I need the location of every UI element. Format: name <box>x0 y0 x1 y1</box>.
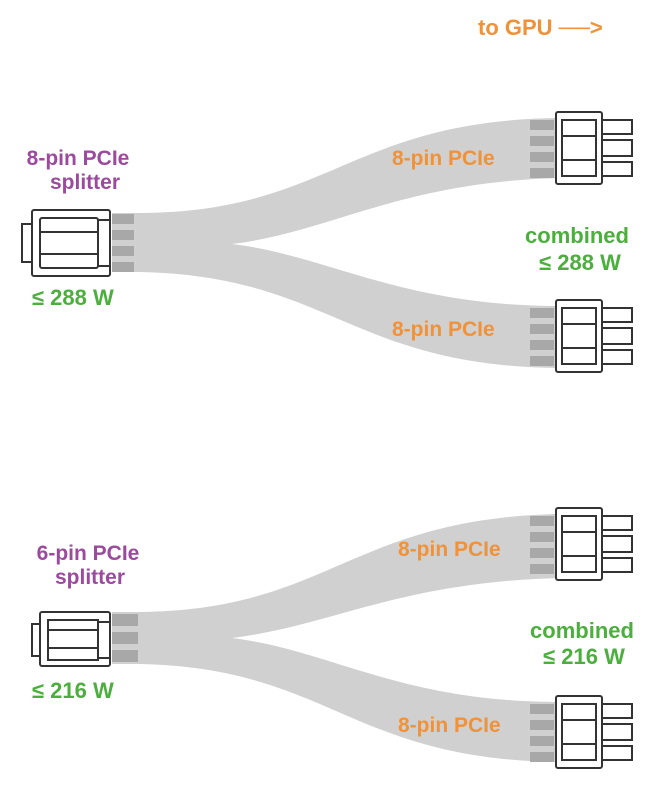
combined-label-line2: ≤ 288 W <box>539 250 621 275</box>
bottom-output-pins-6pin <box>530 704 554 762</box>
input-power-label: ≤ 216 W <box>32 678 114 703</box>
top-output-pins-8pin <box>530 120 554 178</box>
bottom-output-label: 8-pin PCIe <box>392 318 495 341</box>
top-output-label: 8-pin PCIe <box>398 538 501 561</box>
splitter-name-line1: 6-pin PCIe <box>37 542 140 565</box>
splitter-name-line2: splitter <box>50 171 120 194</box>
to-gpu-label: to GPU ──> <box>478 15 603 40</box>
top-output-connector-8pin <box>555 111 633 185</box>
top-output-label: 8-pin PCIe <box>392 147 495 170</box>
splitter-8pin: 8-pin PCIe splitter ≤ 288 W 8-pin PCIe 8… <box>21 111 633 373</box>
input-power-label: ≤ 288 W <box>32 285 114 310</box>
bottom-output-label: 8-pin PCIe <box>398 714 501 737</box>
bottom-output-connector-8pin <box>555 299 633 373</box>
splitter-name-line1: 8-pin PCIe <box>27 147 130 170</box>
cable-6pin <box>112 514 560 762</box>
input-pins-8pin <box>112 214 134 272</box>
cable-8pin <box>112 118 560 368</box>
input-connector-8pin <box>21 209 111 277</box>
combined-label-line2: ≤ 216 W <box>543 644 625 669</box>
bottom-output-connector-6pin <box>555 695 633 769</box>
top-output-connector-6pin <box>555 507 633 581</box>
input-pins-6pin <box>112 614 138 662</box>
top-output-pins-6pin <box>530 516 554 574</box>
combined-label-line1: combined <box>530 618 634 643</box>
splitter-6pin: 6-pin PCIe splitter ≤ 216 W 8-pin PCIe 8… <box>31 507 634 769</box>
bottom-output-pins-8pin <box>530 308 554 366</box>
combined-label-line1: combined <box>525 223 629 248</box>
input-connector-6pin <box>31 611 111 667</box>
splitter-name-line2: splitter <box>55 566 125 589</box>
